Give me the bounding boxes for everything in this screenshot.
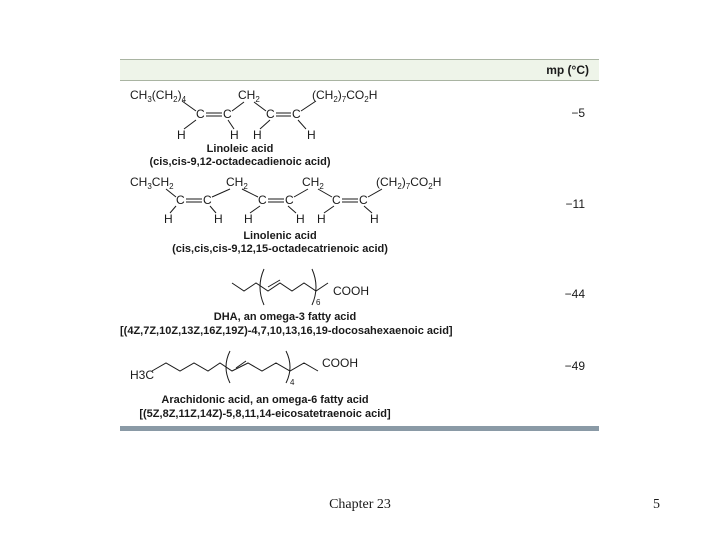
svg-text:H: H: [296, 212, 305, 226]
svg-text:C: C: [258, 193, 267, 207]
linolenic-systematic-name: (cis,cis,cis-9,12,15-octadecatrienoic ac…: [172, 243, 388, 255]
arachidonic-acid-group: COOH: [322, 356, 358, 370]
linoleic-systematic-name: (cis,cis-9,12-octadecadienoic acid): [149, 156, 331, 168]
svg-text:C: C: [285, 193, 294, 207]
svg-text:CH2: CH2: [302, 175, 324, 191]
svg-text:H: H: [370, 212, 379, 226]
svg-text:C: C: [292, 107, 301, 121]
svg-text:CH3CH2: CH3CH2: [130, 175, 174, 191]
svg-text:H: H: [253, 128, 262, 142]
svg-text:(CH2)7CO2H: (CH2)7CO2H: [312, 88, 377, 104]
svg-text:H: H: [230, 128, 239, 142]
footer-chapter-title: Chapter 23: [329, 497, 391, 512]
dha-repeat-count: 6: [316, 298, 321, 307]
arachidonic-repeat-count: 4: [290, 378, 295, 387]
svg-text:C: C: [266, 107, 275, 121]
svg-text:H: H: [164, 212, 173, 226]
page-number: 5: [653, 497, 660, 512]
fatty-acid-table-figure: mp (°C) CH3(CH2)4 CH2 (CH2)7CO2H C C C C…: [120, 59, 599, 431]
dha-mp: −44: [564, 287, 585, 301]
dha-name: DHA, an omega-3 fatty acid: [213, 311, 357, 323]
dha-structure: 6 COOH: [231, 268, 369, 307]
mp-column-header: mp (°C): [546, 63, 589, 77]
svg-text:H: H: [317, 212, 326, 226]
svg-text:(CH2)7CO2H: (CH2)7CO2H: [376, 175, 441, 191]
linolenic-structure: CH3CH2 CH2 CH2 (CH2)7CO2H C C C C C C H …: [130, 175, 441, 226]
table-bottom-band: [120, 426, 599, 431]
svg-text:H: H: [214, 212, 223, 226]
linoleic-name: Linoleic acid: [206, 143, 274, 155]
table-header-band: mp (°C): [120, 59, 599, 81]
svg-text:H: H: [244, 212, 253, 226]
arachidonic-name: Arachidonic acid, an omega-6 fatty acid: [161, 394, 369, 406]
linolenic-mp: −11: [565, 197, 585, 211]
linoleic-mp: −5: [571, 106, 585, 120]
arachidonic-mp: −49: [564, 359, 585, 373]
dha-systematic-name: [(4Z,7Z,10Z,13Z,16Z,19Z)-4,7,10,13,16,19…: [120, 325, 453, 337]
svg-text:C: C: [332, 193, 341, 207]
svg-text:CH3(CH2)4: CH3(CH2)4: [130, 88, 187, 104]
dha-acid-group: COOH: [333, 284, 369, 298]
svg-text:H: H: [307, 128, 316, 142]
svg-text:C: C: [203, 193, 212, 207]
svg-text:CH2: CH2: [226, 175, 248, 191]
linoleic-structure: CH3(CH2)4 CH2 (CH2)7CO2H C C C C H H H H: [130, 88, 377, 142]
svg-text:C: C: [359, 193, 368, 207]
svg-text:C: C: [223, 107, 232, 121]
arachidonic-systematic-name: [(5Z,8Z,11Z,14Z)-5,8,11,14-eicosatetraen…: [139, 408, 391, 420]
svg-text:H: H: [177, 128, 186, 142]
svg-text:C: C: [176, 193, 185, 207]
arachidonic-structure: H3C 4 COOH: [130, 350, 358, 387]
svg-text:CH2: CH2: [238, 88, 260, 104]
linolenic-name: Linolenic acid: [243, 230, 317, 242]
arachidonic-methyl-group: H3C: [130, 368, 154, 382]
svg-text:C: C: [196, 107, 205, 121]
